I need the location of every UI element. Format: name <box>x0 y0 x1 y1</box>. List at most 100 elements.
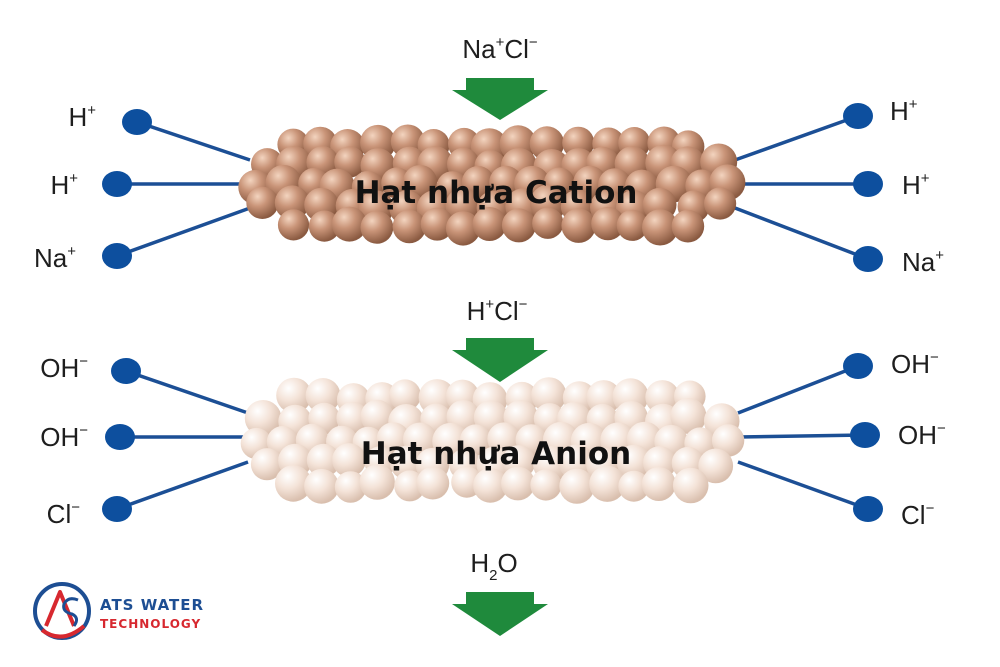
ion-charge: − <box>937 420 946 437</box>
cation-bead <box>360 211 394 244</box>
anion-bead <box>473 468 508 503</box>
anion-bead <box>332 443 366 477</box>
anion-bead <box>359 464 395 500</box>
anion-bead <box>531 377 567 413</box>
cation-resin-title: Hạt nhựa Cation <box>355 175 638 211</box>
cation-bead <box>591 206 625 241</box>
cation-bead <box>277 209 310 241</box>
cation-ion-label-right-2: H+ <box>902 170 930 200</box>
ion-symbol: H <box>68 102 87 132</box>
ion-charge: − <box>926 500 935 517</box>
anion-bead <box>711 424 745 457</box>
anion-bead <box>616 444 652 480</box>
logo-line1: ATS WATER <box>100 596 204 614</box>
logo-line2: TECHNOLOGY <box>100 617 201 631</box>
cation-ion-dot-left-3 <box>102 243 132 269</box>
anion-ion-label-right-1: OH− <box>891 349 939 379</box>
cation-ion-label-left-3: Na+ <box>34 243 76 273</box>
ion-symbol: Na <box>902 247 936 277</box>
cation-bead <box>472 207 507 241</box>
ion-symbol: Cl <box>901 500 926 530</box>
ion-symbol: Cl <box>47 499 72 529</box>
flow-label-middle: H+Cl− <box>467 296 528 326</box>
ion-charge: + <box>87 102 96 119</box>
anion-bead <box>459 424 492 456</box>
ion-symbol: OH <box>898 420 937 450</box>
anion-ion-dot-left-2 <box>105 424 135 450</box>
anion-ion-dot-left-1 <box>111 358 141 384</box>
cation-bead <box>246 186 279 219</box>
anion-bead <box>275 465 312 502</box>
anion-bead <box>641 467 676 501</box>
anion-ion-label-left-2: OH− <box>40 422 88 452</box>
anion-bead <box>389 379 421 412</box>
anion-bond-line-left-1 <box>125 369 249 415</box>
anion-bead <box>672 467 709 504</box>
anion-bead <box>618 470 650 502</box>
cation-bead <box>489 165 523 199</box>
cation-ion-dot-right-1 <box>843 103 873 129</box>
anion-bead <box>276 377 312 414</box>
cation-ion-dot-right-2 <box>853 171 883 197</box>
cation-ion-label-right-1: H+ <box>890 96 918 126</box>
cation-ion-dot-right-3 <box>853 246 883 272</box>
cation-bond-line-right-3 <box>734 206 869 261</box>
anion-bead <box>416 466 450 500</box>
cation-ion-dot-left-1 <box>122 109 152 135</box>
cation-bead <box>420 207 454 241</box>
flow-label-bottom: H2O <box>470 548 517 584</box>
flow-arrow-middle <box>452 338 548 382</box>
cation-bead <box>501 208 536 243</box>
cation-ion-label-left-2: H+ <box>50 170 78 200</box>
cation-ion-dot-left-2 <box>102 171 132 197</box>
cation-bond-line-left-1 <box>136 120 251 162</box>
anion-bead <box>589 465 626 502</box>
ion-charge: − <box>79 353 88 370</box>
cation-bead <box>392 209 426 244</box>
ion-charge: + <box>921 170 930 187</box>
anion-ion-label-left-1: OH− <box>40 353 88 383</box>
ion-charge: + <box>909 96 918 113</box>
cation-bead <box>616 209 648 241</box>
ats-water-logo: ATS WATER TECHNOLOGY <box>33 582 204 640</box>
anion-bond-line-right-3 <box>737 460 869 511</box>
cation-resin-group: Hạt nhựa Cation <box>102 103 883 272</box>
ion-charge: + <box>69 170 78 187</box>
anion-bead <box>559 468 595 504</box>
ion-symbol: H <box>902 170 921 200</box>
cation-ion-label-left-1: H+ <box>68 102 96 132</box>
anion-bead <box>306 443 341 478</box>
ion-charge: + <box>935 247 944 264</box>
ion-symbol: H <box>50 170 69 200</box>
ion-charge: − <box>930 349 939 366</box>
logo-monogram-a <box>44 590 76 627</box>
cation-bead <box>561 208 596 243</box>
ion-charge: − <box>71 499 80 516</box>
anion-bead <box>250 448 284 481</box>
anion-ion-label-left-3: Cl− <box>47 499 81 529</box>
anion-ion-dot-right-3 <box>853 496 883 522</box>
anion-bead <box>530 469 562 501</box>
anion-resin-group: Hạt nhựa Anion <box>102 353 883 522</box>
anion-ion-dot-right-1 <box>843 353 873 379</box>
flow-arrow-bottom <box>452 592 548 636</box>
cation-resin-beads <box>238 124 746 246</box>
cation-bead <box>445 211 481 246</box>
anion-bead <box>670 398 707 434</box>
cation-bond-line-right-1 <box>734 114 859 162</box>
flow-label-top: Na+Cl− <box>462 34 538 64</box>
cation-bead <box>331 206 367 242</box>
anion-bead <box>334 471 367 503</box>
cation-bond-line-left-3 <box>116 206 251 258</box>
ion-symbol: Na <box>34 243 68 273</box>
anion-resin-title: Hạt nhựa Anion <box>361 436 631 472</box>
anion-bead <box>501 466 535 501</box>
cation-bead <box>402 165 438 200</box>
ion-charge: − <box>79 422 88 439</box>
cation-bead <box>642 209 679 246</box>
anion-ion-dot-left-3 <box>102 496 132 522</box>
logo-swoosh <box>40 624 86 639</box>
anion-resin-beads <box>240 377 745 504</box>
anion-ion-dot-right-2 <box>850 422 880 448</box>
